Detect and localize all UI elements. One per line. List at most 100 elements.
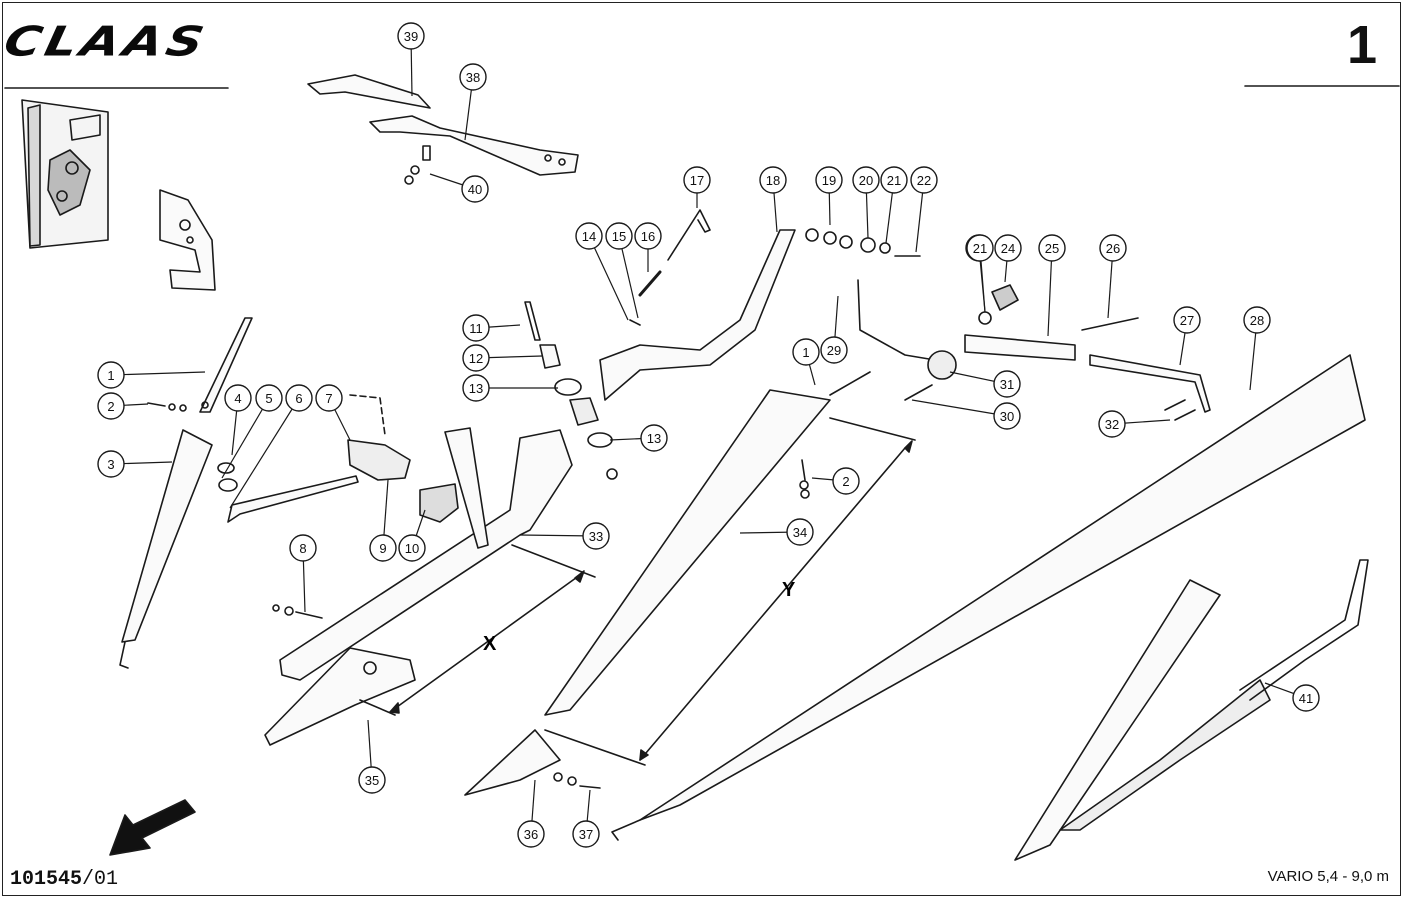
callout-30: 30 (911, 399, 1021, 430)
callout-circle (1243, 306, 1271, 334)
callout-number: 40 (468, 182, 482, 197)
callout-number: 24 (1001, 241, 1015, 256)
callout-number: 34 (793, 525, 807, 540)
callout-circle (683, 166, 711, 194)
document-number: 101545/01 (10, 868, 118, 891)
callout-circle (462, 374, 490, 402)
callout-33: 33 (519, 522, 610, 550)
callout-39: 39 (397, 22, 425, 97)
callout-number: 14 (582, 229, 596, 244)
callout-circle (815, 166, 843, 194)
callout-number: 19 (822, 173, 836, 188)
callout-number: 35 (365, 773, 379, 788)
callout-number: 1 (802, 345, 809, 360)
callout-22: 22 (910, 166, 938, 253)
callout-number: 41 (1299, 691, 1313, 706)
callout-number: 26 (1106, 241, 1120, 256)
callout-number: 7 (325, 391, 332, 406)
callout-number: 1 (107, 368, 114, 383)
callout-number: 12 (469, 351, 483, 366)
callout-31: 31 (949, 370, 1021, 398)
callout-leader (110, 371, 206, 376)
callout-circle (634, 222, 662, 250)
callout-number: 29 (827, 343, 841, 358)
dimension-x-label: X (483, 633, 497, 655)
callout-circle (1098, 410, 1126, 438)
callout-number: 25 (1045, 241, 1059, 256)
callout-circle (993, 370, 1021, 398)
callout-circle (462, 314, 490, 342)
document-number-suffix: /01 (82, 868, 119, 891)
callout-14: 14 (575, 222, 629, 321)
callout-10: 10 (398, 509, 426, 562)
callout-circle (880, 166, 908, 194)
callout-number: 4 (234, 391, 241, 406)
callout-circle (993, 402, 1021, 430)
callout-38: 38 (459, 63, 487, 141)
callout-number: 32 (1105, 417, 1119, 432)
callout-number: 13 (469, 381, 483, 396)
callout-circle (966, 234, 994, 262)
callout-21: 21 (966, 234, 994, 313)
callout-number: 21 (887, 173, 901, 188)
callout-leader (1047, 247, 1053, 337)
callout-6: 6 (229, 384, 313, 509)
callout-leader (618, 235, 639, 319)
callout-13: 13 (609, 424, 668, 452)
callout-2: 2 (811, 467, 860, 495)
callout-layer: 1234567891011121314151617181920212223242… (97, 22, 1320, 848)
callout-17: 17 (683, 166, 711, 208)
callout-circle (97, 450, 125, 478)
callout-number: 22 (917, 173, 931, 188)
callout-circle (289, 534, 317, 562)
callout-number: 30 (1000, 409, 1014, 424)
callout-circle (572, 820, 600, 848)
callout-number: 21 (973, 241, 987, 256)
callout-circle (459, 63, 487, 91)
callout-19: 19 (815, 166, 843, 226)
callout-24: 24 (994, 234, 1022, 283)
inset-view (21, 99, 109, 249)
callout-circle (1292, 684, 1320, 712)
callout-20: 20 (852, 166, 880, 239)
callout-leader (588, 235, 629, 321)
callout-circle (832, 467, 860, 495)
callout-number: 13 (647, 431, 661, 446)
callout-number: 38 (466, 70, 480, 85)
callout-number: 20 (859, 173, 873, 188)
callout-number: 10 (405, 541, 419, 556)
callout-leader (221, 397, 270, 479)
callout-26: 26 (1099, 234, 1127, 319)
callout-41: 41 (1264, 682, 1320, 712)
callout-7: 7 (315, 384, 351, 441)
callout-27: 27 (1173, 306, 1201, 366)
callout-number: 31 (1000, 377, 1014, 392)
callout-12: 12 (462, 344, 543, 372)
callout-number: 11 (469, 321, 483, 336)
callout-21: 21 (880, 166, 908, 244)
callout-circle (517, 820, 545, 848)
callout-number: 3 (107, 457, 114, 472)
callout-circle (398, 534, 426, 562)
callout-circle (397, 22, 425, 50)
callout-number: 8 (299, 541, 306, 556)
callout-circle (575, 222, 603, 250)
callout-circle (1099, 234, 1127, 262)
callout-circle (582, 522, 610, 550)
callout-circle (285, 384, 313, 412)
callout-circle (315, 384, 343, 412)
callout-circle (786, 518, 814, 546)
callout-3: 3 (97, 450, 173, 478)
callout-1: 1 (97, 361, 206, 389)
callout-40: 40 (429, 173, 489, 203)
callout-8: 8 (289, 534, 317, 613)
callout-circle (97, 361, 125, 389)
callout-36: 36 (517, 779, 545, 848)
callout-number: 37 (579, 827, 593, 842)
callout-37: 37 (572, 789, 600, 848)
callout-circle (994, 234, 1022, 262)
callout-16: 16 (634, 222, 662, 272)
